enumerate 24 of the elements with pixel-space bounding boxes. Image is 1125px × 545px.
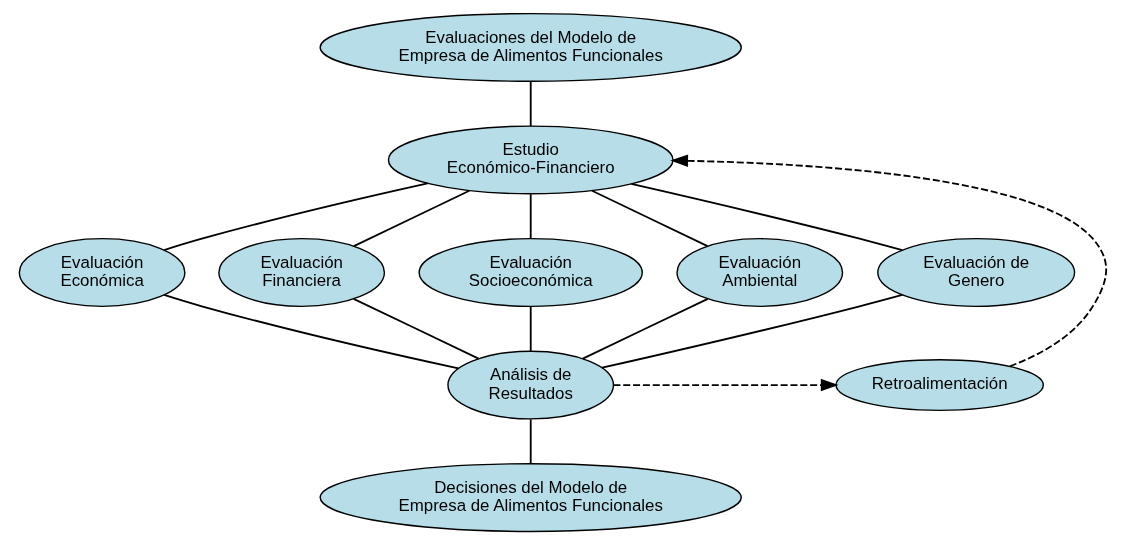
connector (529, 80, 532, 127)
connector (629, 183, 903, 251)
connector (600, 294, 903, 369)
node-ellipse: Análisis de Resultados (446, 350, 614, 420)
connector (529, 418, 532, 465)
node-ellipse: Evaluaciones del Modelo de Empresa de Alimentos Funcionales (319, 12, 742, 82)
node-ellipse: Evaluación Socioeconómica (417, 237, 643, 308)
connector (529, 305, 532, 353)
connector (352, 297, 479, 360)
connector (529, 193, 532, 240)
node-ellipse: Estudio Económico-Financiero (387, 125, 674, 195)
connector (162, 294, 459, 370)
node-ellipse: Evaluación Ambiental (675, 237, 843, 308)
connector (581, 297, 709, 360)
node-ellipse: Retroalimentación (834, 359, 1044, 412)
arrow (611, 378, 839, 392)
connector (590, 189, 708, 247)
arrow (669, 154, 1107, 368)
connector (352, 189, 470, 247)
node-ellipse: Evaluación de Genero (876, 237, 1075, 308)
node-ellipse: Decisiones del Modelo de Empresa de Alimentos Funcionales (319, 463, 742, 533)
node-ellipse: Evaluación Financiera (217, 237, 385, 308)
connector (162, 182, 428, 251)
node-ellipse: Evaluación Económica (18, 237, 186, 308)
